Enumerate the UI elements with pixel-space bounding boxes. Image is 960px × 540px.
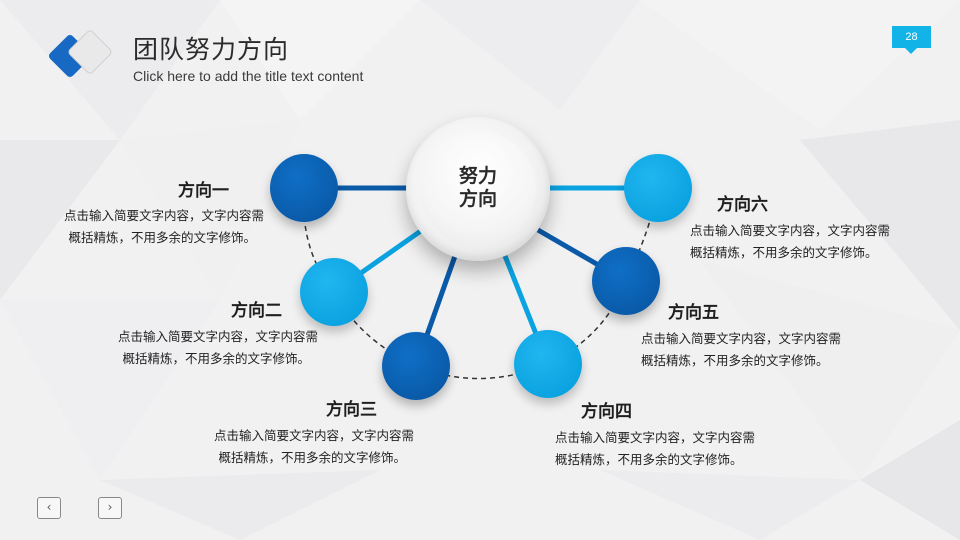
node-direction-3 bbox=[382, 332, 450, 400]
direction-5-title: 方向五 bbox=[668, 303, 719, 323]
direction-4-title: 方向四 bbox=[581, 402, 632, 422]
center-label-line2: 方向 bbox=[458, 188, 497, 210]
direction-2-desc: 点击输入简要文字内容，文字内容需 概括精炼，不用多余的文字修饰。 bbox=[82, 326, 318, 370]
center-label-line1: 努力 bbox=[458, 165, 497, 187]
page-title: 团队努力方向 bbox=[133, 35, 290, 64]
prev-slide-button[interactable]: ‹ bbox=[37, 497, 61, 519]
node-direction-5 bbox=[592, 247, 660, 315]
node-direction-6 bbox=[624, 154, 692, 222]
chevron-right-icon: › bbox=[107, 500, 113, 514]
direction-2-desc-line2: 概括精炼，不用多余的文字修饰。 bbox=[122, 351, 310, 366]
direction-2-title: 方向二 bbox=[231, 301, 282, 321]
logo-icon bbox=[49, 30, 112, 77]
direction-4-desc-line1: 点击输入简要文字内容，文字内容需 bbox=[555, 430, 756, 445]
direction-3-desc: 点击输入简要文字内容，文字内容需 概括精炼，不用多余的文字修饰。 bbox=[178, 425, 414, 469]
direction-3-desc-line2: 概括精炼，不用多余的文字修饰。 bbox=[218, 450, 406, 465]
direction-1-desc-line2: 概括精炼，不用多余的文字修饰。 bbox=[68, 230, 256, 245]
direction-6-desc: 点击输入简要文字内容，文字内容需 概括精炼，不用多余的文字修饰。 bbox=[690, 220, 890, 264]
direction-1-title: 方向一 bbox=[178, 181, 229, 201]
node-direction-2 bbox=[300, 258, 368, 326]
direction-4-desc-line2: 概括精炼，不用多余的文字修饰。 bbox=[555, 452, 743, 467]
node-direction-1 bbox=[270, 154, 338, 222]
direction-6-desc-line2: 概括精炼，不用多余的文字修饰。 bbox=[690, 245, 878, 260]
direction-6-title: 方向六 bbox=[717, 195, 768, 215]
center-node-inner bbox=[420, 131, 536, 247]
direction-6-desc-line1: 点击输入简要文字内容，文字内容需 bbox=[690, 223, 891, 238]
dashed-arc bbox=[302, 189, 659, 380]
center-label: 努力 方向 bbox=[406, 165, 550, 211]
chevron-left-icon: ‹ bbox=[46, 500, 52, 514]
direction-5-desc: 点击输入简要文字内容，文字内容需 概括精炼，不用多余的文字修饰。 bbox=[641, 328, 841, 372]
direction-3-desc-line1: 点击输入简要文字内容，文字内容需 bbox=[213, 428, 414, 443]
direction-1-desc: 点击输入简要文字内容，文字内容需 概括精炼，不用多余的文字修饰。 bbox=[28, 205, 264, 249]
direction-4-desc: 点击输入简要文字内容，文字内容需 概括精炼，不用多余的文字修饰。 bbox=[555, 427, 755, 471]
direction-3-title: 方向三 bbox=[326, 400, 377, 420]
direction-5-desc-line1: 点击输入简要文字内容，文字内容需 bbox=[641, 331, 842, 346]
center-node: 努力 方向 bbox=[406, 117, 550, 261]
page-subtitle: Click here to add the title text content bbox=[133, 68, 364, 84]
direction-5-desc-line2: 概括精炼，不用多余的文字修饰。 bbox=[641, 353, 829, 368]
next-slide-button[interactable]: › bbox=[98, 497, 122, 519]
page-number-badge: 28 bbox=[892, 26, 931, 54]
direction-2-desc-line1: 点击输入简要文字内容，文字内容需 bbox=[117, 329, 318, 344]
node-direction-4 bbox=[514, 330, 582, 398]
direction-1-desc-line1: 点击输入简要文字内容，文字内容需 bbox=[63, 208, 264, 223]
